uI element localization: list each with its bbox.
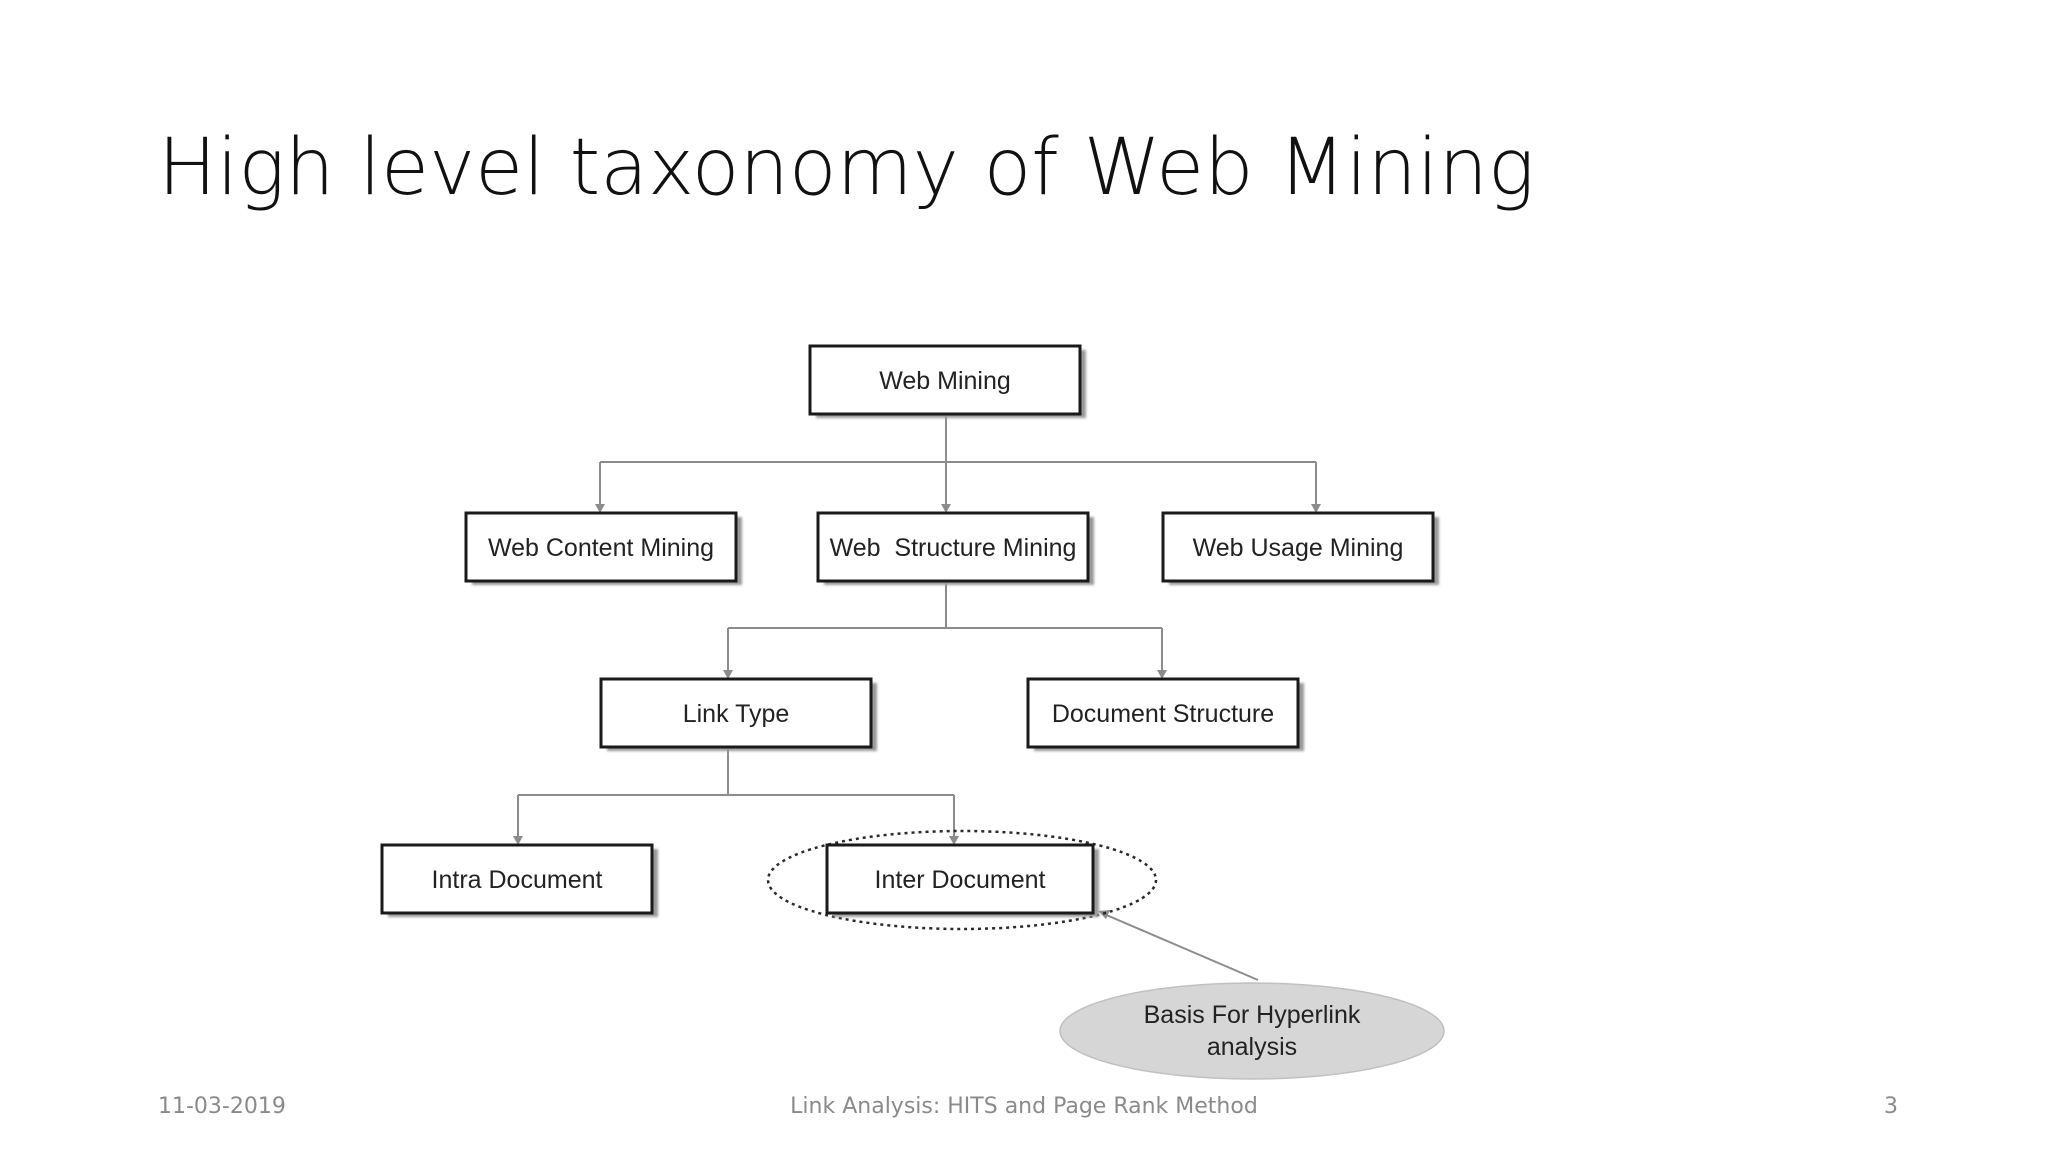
node-web-usage-mining-label: Web Usage Mining	[1193, 534, 1404, 562]
edge-callout-pointer	[1103, 913, 1259, 981]
node-inter-document-label: Inter Document	[875, 866, 1046, 894]
footer-date: 11-03-2019	[158, 1094, 286, 1119]
callout-hyperlink-analysis: Basis For Hyperlink analysis	[1059, 982, 1445, 1080]
node-intra-document: Intra Document	[380, 843, 658, 917]
node-web-usage-mining: Web Usage Mining	[1161, 511, 1439, 585]
node-web-content-mining: Web Content Mining	[464, 511, 742, 585]
node-web-content-mining-label: Web Content Mining	[488, 534, 714, 562]
node-web-mining: Web Mining	[808, 344, 1086, 418]
arrow-to-document-structure	[1157, 670, 1167, 679]
arrow-to-content-mining	[595, 504, 605, 513]
arrow-to-link-type	[723, 670, 733, 679]
node-link-type-label: Link Type	[683, 700, 790, 728]
arrow-to-usage-mining	[1311, 504, 1321, 513]
footer-title: Link Analysis: HITS and Page Rank Method	[790, 1094, 1258, 1119]
arrow-to-structure-mining	[941, 504, 951, 513]
node-document-structure: Document Structure	[1026, 677, 1304, 751]
arrow-to-inter-document	[949, 836, 959, 845]
node-link-type: Link Type	[599, 677, 877, 751]
arrow-to-intra-document	[513, 836, 523, 845]
node-web-structure-mining-label: Web Structure Mining	[830, 534, 1077, 562]
callout-line2: analysis	[1207, 1033, 1297, 1061]
node-document-structure-label: Document Structure	[1052, 700, 1274, 728]
edges	[513, 414, 1321, 981]
node-web-mining-label: Web Mining	[879, 367, 1011, 395]
node-intra-document-label: Intra Document	[432, 866, 603, 894]
callout-ellipse	[1059, 982, 1445, 1080]
highlight-dotted-ellipse	[766, 829, 1158, 931]
slide-title: High level taxonomy of Web Mining	[158, 123, 1535, 213]
footer-page-number: 3	[1884, 1094, 1898, 1119]
node-inter-document: Inter Document	[825, 843, 1099, 917]
callout-line1: Basis For Hyperlink	[1144, 1001, 1361, 1029]
node-web-structure-mining: Web Structure Mining	[816, 511, 1094, 585]
